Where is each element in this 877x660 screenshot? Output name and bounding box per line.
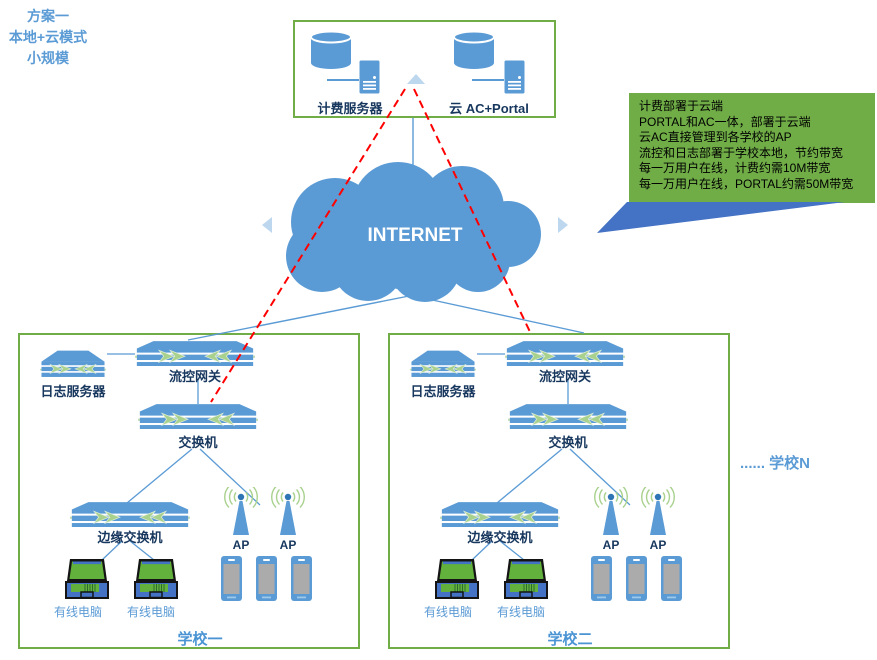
ap-label: AP bbox=[232, 538, 250, 552]
ap-label: AP bbox=[602, 538, 620, 552]
plan-title-line2: 本地+云模式 bbox=[8, 29, 88, 45]
plan-title-line1: 方案一 bbox=[27, 8, 69, 24]
gateway-switch-icon bbox=[135, 340, 255, 368]
left-arrow-icon bbox=[262, 217, 272, 233]
callout-line: 计费部署于云端 bbox=[639, 99, 724, 113]
wired-pc-label: 有线电脑 bbox=[53, 605, 102, 619]
callout-tail bbox=[597, 202, 845, 233]
switch-icon bbox=[138, 403, 258, 431]
plan-title: 方案一 本地+云模式 小规模 bbox=[0, 6, 96, 69]
callout-line: PORTAL和AC一体，部署于云端 bbox=[639, 114, 811, 129]
backbone-lines bbox=[187, 118, 585, 341]
connector-line bbox=[472, 79, 504, 81]
edge-switch-icon bbox=[440, 501, 560, 529]
phone-icon bbox=[220, 555, 243, 602]
laptop-icon bbox=[434, 558, 480, 602]
ap-icon bbox=[266, 487, 310, 539]
gateway-label: 流控网关 bbox=[538, 369, 591, 384]
up-arrow-icon bbox=[407, 74, 425, 84]
laptop-icon bbox=[133, 558, 179, 602]
edge-switch-icon bbox=[70, 501, 190, 529]
callout-note: 计费部署于云端 PORTAL和AC一体，部署于云端 云AC直接管理到各学校的AP… bbox=[629, 93, 875, 203]
phone-icon bbox=[660, 555, 683, 602]
callout-line: 每一万用户在线，PORTAL约需50M带宽 bbox=[639, 176, 854, 191]
ap-icon bbox=[636, 487, 680, 539]
gateway-switch-icon bbox=[505, 340, 625, 368]
edge-switch-label: 边缘交换机 bbox=[97, 530, 163, 545]
phone-icon bbox=[625, 555, 648, 602]
phone-icon bbox=[590, 555, 613, 602]
ap-label: AP bbox=[649, 538, 667, 552]
switch-icon bbox=[508, 403, 628, 431]
ap-icon bbox=[219, 487, 263, 539]
school-1-box: 日志服务器 流控网关 交换机 边缘交换机 AP AP 有线电脑 有线电脑 学校一 bbox=[18, 333, 360, 649]
wired-pc-label: 有线电脑 bbox=[423, 605, 472, 619]
laptop-icon bbox=[503, 558, 549, 602]
database-icon bbox=[309, 30, 353, 70]
school-name: 学校一 bbox=[177, 631, 223, 648]
server-tower-icon bbox=[359, 60, 380, 94]
wired-pc-label: 有线电脑 bbox=[126, 605, 175, 619]
wired-pc-label: 有线电脑 bbox=[496, 605, 545, 619]
connector-line bbox=[327, 79, 359, 81]
more-schools-label: ...... 学校N bbox=[740, 455, 811, 472]
ap-label: AP bbox=[279, 538, 297, 552]
right-arrow-icon bbox=[558, 217, 568, 233]
phone-icon bbox=[255, 555, 278, 602]
plan-title-line3: 小规模 bbox=[27, 50, 69, 66]
phone-icon bbox=[290, 555, 313, 602]
laptop-icon bbox=[64, 558, 110, 602]
billing-server-label: 计费服务器 bbox=[317, 101, 383, 116]
log-server-label: 日志服务器 bbox=[410, 384, 476, 399]
cloud-ac-portal-label: 云 AC+Portal bbox=[449, 101, 529, 116]
switch-label: 交换机 bbox=[548, 435, 588, 450]
server-tower-icon bbox=[504, 60, 525, 94]
log-server-label: 日志服务器 bbox=[40, 384, 106, 399]
callout-line: 流控和日志部署于学校本地，节约带宽 bbox=[639, 145, 844, 160]
school-name: 学校二 bbox=[547, 631, 593, 648]
switch-label: 交换机 bbox=[178, 435, 218, 450]
log-server-icon bbox=[40, 349, 106, 380]
school-2-box: 日志服务器 流控网关 交换机 边缘交换机 AP AP 有线电脑 有线电脑 学校二 bbox=[388, 333, 730, 649]
log-server-icon bbox=[410, 349, 476, 380]
gateway-label: 流控网关 bbox=[168, 369, 221, 384]
internet-cloud bbox=[286, 162, 541, 302]
cloud-services-box: 计费服务器 云 AC+Portal bbox=[293, 20, 556, 118]
edge-switch-label: 边缘交换机 bbox=[467, 530, 533, 545]
callout-line: 云AC直接管理到各学校的AP bbox=[639, 130, 792, 144]
internet-label: INTERNET bbox=[368, 225, 463, 246]
callout-line: 每一万用户在线，计费约需10M带宽 bbox=[639, 161, 831, 175]
ap-icon bbox=[589, 487, 633, 539]
database-icon bbox=[452, 30, 496, 70]
